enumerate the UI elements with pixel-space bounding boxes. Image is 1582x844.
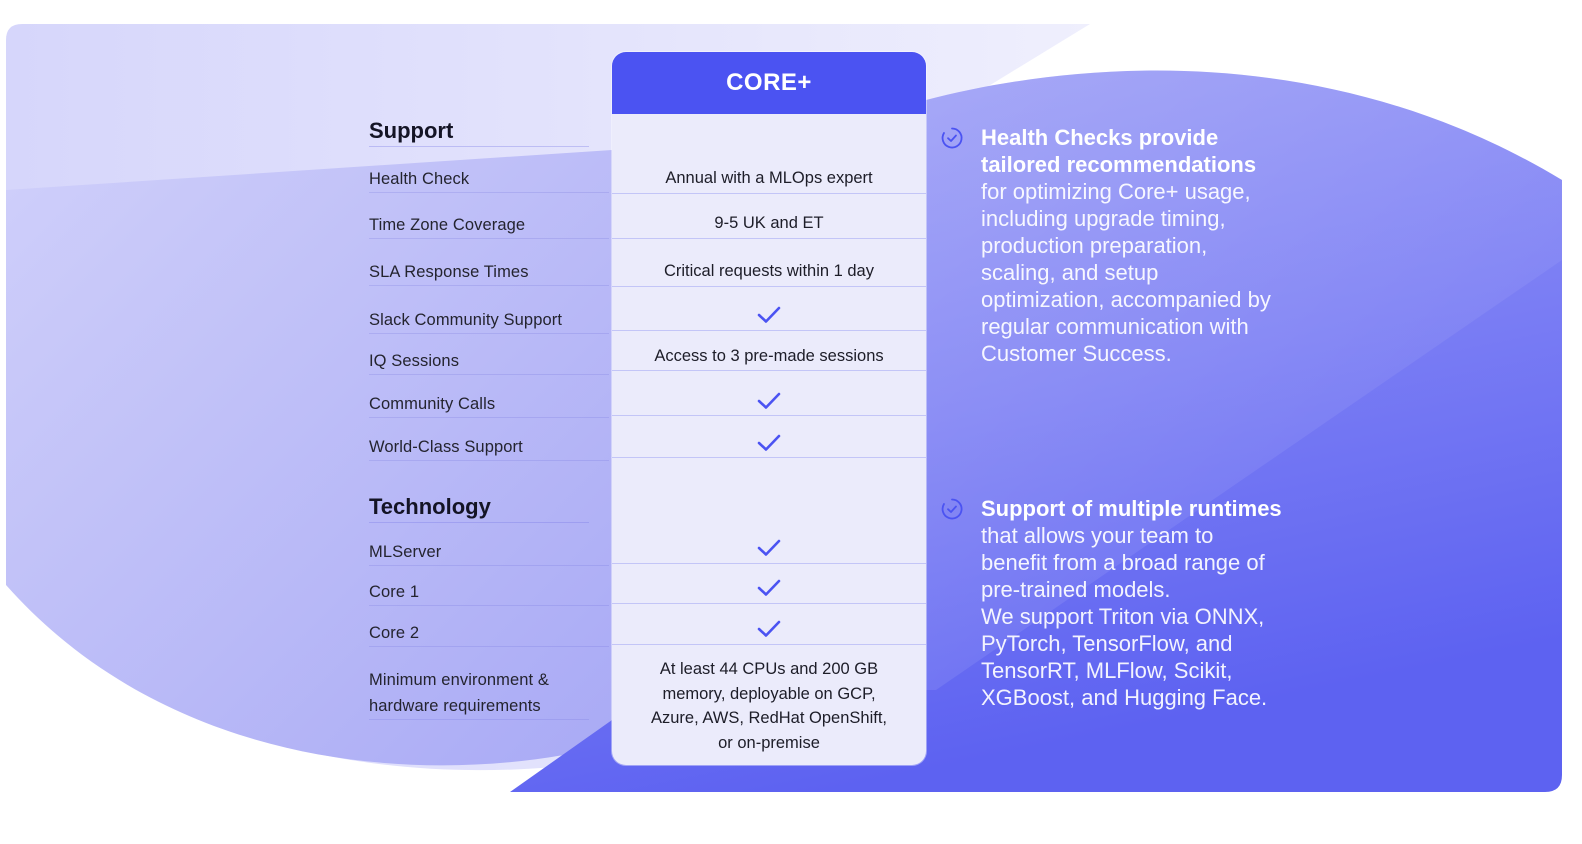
check-icon [757,434,781,451]
check-circle-icon [941,498,963,520]
section-title-technology: Technology [369,494,589,523]
row-label-mlserver: MLServer [369,539,609,566]
cell-sla-response-times: Critical requests within 1 day [612,256,926,287]
feature-body-line: We support Triton via ONNX, [981,604,1265,629]
cell-core-2 [612,614,926,645]
feature-body-line: including upgrade timing, [981,206,1226,231]
cell-core-1 [612,573,926,604]
row-label-community-calls: Community Calls [369,391,609,418]
feature-text: Support of multiple runtimes that allows… [981,495,1321,711]
row-label-minimum-environment: Minimum environment & hardware requireme… [369,667,589,720]
feature-body-line: optimization, accompanied by [981,287,1271,312]
feature-body-line: for optimizing Core+ usage, [981,179,1251,204]
cell-minimum-environment: At least 44 CPUs and 200 GB memory, depl… [612,656,926,756]
cell-world-class-support [612,428,926,458]
feature-body-line: PyTorch, TensorFlow, and [981,631,1233,656]
feature-title-line: tailored recommendations [981,152,1257,177]
row-label-core-2: Core 2 [369,620,609,647]
feature-title-line: Health Checks provide [981,125,1219,150]
cell-line: Azure, AWS, RedHat OpenShift, [651,709,887,727]
cell-mlserver [612,532,926,564]
cell-iq-sessions: Access to 3 pre-made sessions [612,342,926,371]
feature-body-line: scaling, and setup [981,260,1159,285]
feature-body-line: pre-trained models. [981,577,1171,602]
row-label-world-class-support: World-Class Support [369,434,609,461]
row-label-slack-community-support: Slack Community Support [369,307,609,334]
row-label-line: hardware requirements [369,697,541,715]
row-label-iq-sessions: IQ Sessions [369,348,609,375]
plan-card-header: CORE+ [612,52,926,114]
row-label-core-1: Core 1 [369,579,609,606]
cell-slack-community-support [612,300,926,331]
cell-line: memory, deployable on GCP, [662,684,876,703]
feature-title-line: Support of multiple runtimes [981,496,1282,521]
feature-body-line: XGBoost, and Hugging Face. [981,685,1268,710]
plan-card-core-plus: CORE+ Annual with a MLOps expert 9-5 UK … [612,52,926,765]
row-label-line: Minimum environment & [369,671,549,689]
feature-body-line: TensorRT, MLFlow, Scikit, [981,658,1233,683]
check-icon [757,579,781,596]
feature-text: Health Checks provide tailored recommend… [981,124,1321,367]
feature-body-line: regular communication with [981,314,1249,339]
check-icon [757,392,781,409]
row-label-health-check: Health Check [369,166,609,193]
feature-body-line: benefit from a broad range of [981,550,1265,575]
check-circle-icon [941,127,963,149]
feature-body-line: production preparation, [981,233,1208,258]
check-icon [757,306,781,323]
row-label-sla-response-times: SLA Response Times [369,259,609,286]
feature-body-line: that allows your team to [981,523,1214,548]
cell-line: At least 44 CPUs and 200 GB [659,660,879,678]
cell-line: or on-premise [718,733,820,752]
cell-health-check: Annual with a MLOps expert [612,164,926,194]
check-icon [757,620,781,637]
row-label-time-zone-coverage: Time Zone Coverage [369,212,609,239]
section-title-support: Support [369,118,589,147]
cell-time-zone-coverage: 9-5 UK and ET [612,208,926,239]
feature-body-line: Customer Success. [981,341,1172,366]
cell-community-calls [612,386,926,416]
check-icon [757,539,781,556]
